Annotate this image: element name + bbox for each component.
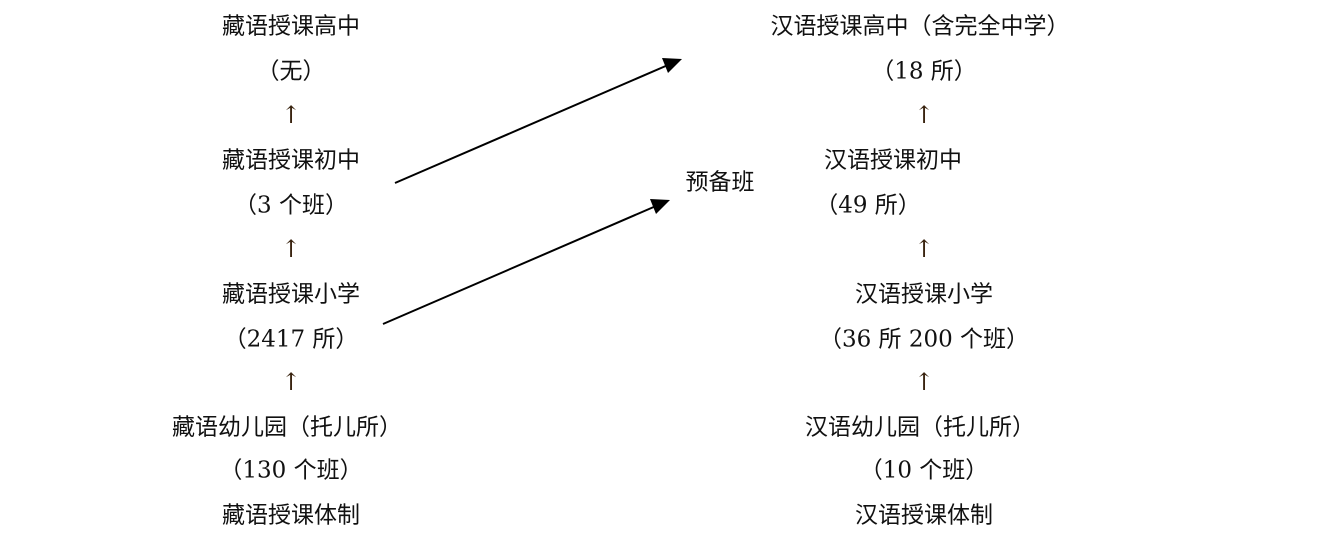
chinese-high-school: 汉语授课高中（含完全中学） xyxy=(770,13,1070,40)
chinese-middle-school-count: （49 所） xyxy=(815,192,921,219)
tibetan-middle-school: 藏语授课初中 xyxy=(222,147,360,174)
chinese-system-caption: 汉语授课体制 xyxy=(855,502,993,529)
up-arrow-icon: ↑ xyxy=(280,368,302,396)
chinese-primary-school: 汉语授课小学 xyxy=(855,281,993,308)
chinese-primary-school-count: （36 所 200 个班） xyxy=(818,326,1030,353)
arrow-middle-to-high xyxy=(394,64,669,184)
arrowhead-icon xyxy=(650,199,670,214)
tibetan-middle-school-count: （3 个班） xyxy=(234,192,348,219)
tibetan-high-school-count: （无） xyxy=(256,58,326,85)
up-arrow-icon: ↑ xyxy=(280,235,302,263)
tibetan-high-school: 藏语授课高中 xyxy=(222,13,360,40)
preparatory-class: 预备班 xyxy=(685,169,755,196)
tibetan-kindergarten-count: （130 个班） xyxy=(219,457,363,484)
up-arrow-icon: ↑ xyxy=(280,101,302,129)
chinese-kindergarten: 汉语幼儿园（托儿所） xyxy=(805,414,1035,441)
up-arrow-icon: ↑ xyxy=(913,101,935,129)
up-arrow-icon: ↑ xyxy=(913,368,935,396)
tibetan-primary-school-count: （2417 所） xyxy=(223,326,359,353)
arrowhead-icon xyxy=(662,58,682,73)
tibetan-system-caption: 藏语授课体制 xyxy=(222,502,360,529)
chinese-kindergarten-count: （10 个班） xyxy=(859,457,989,484)
chinese-middle-school: 汉语授课初中 xyxy=(824,147,962,174)
tibetan-kindergarten: 藏语幼儿园（托儿所） xyxy=(172,414,402,441)
up-arrow-icon: ↑ xyxy=(913,235,935,263)
chinese-high-school-count: （18 所） xyxy=(871,58,977,85)
tibetan-primary-school: 藏语授课小学 xyxy=(222,281,360,308)
arrow-primary-to-prep xyxy=(382,205,657,325)
